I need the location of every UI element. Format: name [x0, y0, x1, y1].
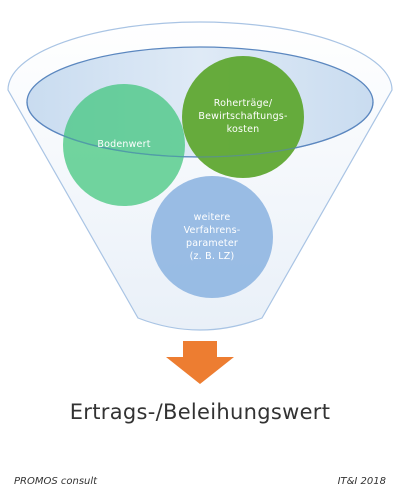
footer-event: IT&I 2018 — [337, 476, 386, 487]
down-arrow-icon — [166, 341, 234, 384]
circle-bodenwert — [63, 84, 185, 206]
label-bodenwert: Bodenwert — [97, 139, 151, 150]
circle-weitere — [151, 176, 273, 298]
result-title: Ertrags-/Beleihungswert — [69, 400, 331, 424]
label-rohertraege: Roherträge/ Bewirtschaftungs- kosten — [198, 98, 288, 135]
funnel-rim-front — [26, 101, 374, 158]
circle-rohertraege — [182, 56, 304, 178]
label-weitere: weitere Verfahrens- parameter (z. B. LZ) — [183, 212, 241, 262]
footer-company: PROMOS consult — [14, 476, 98, 487]
